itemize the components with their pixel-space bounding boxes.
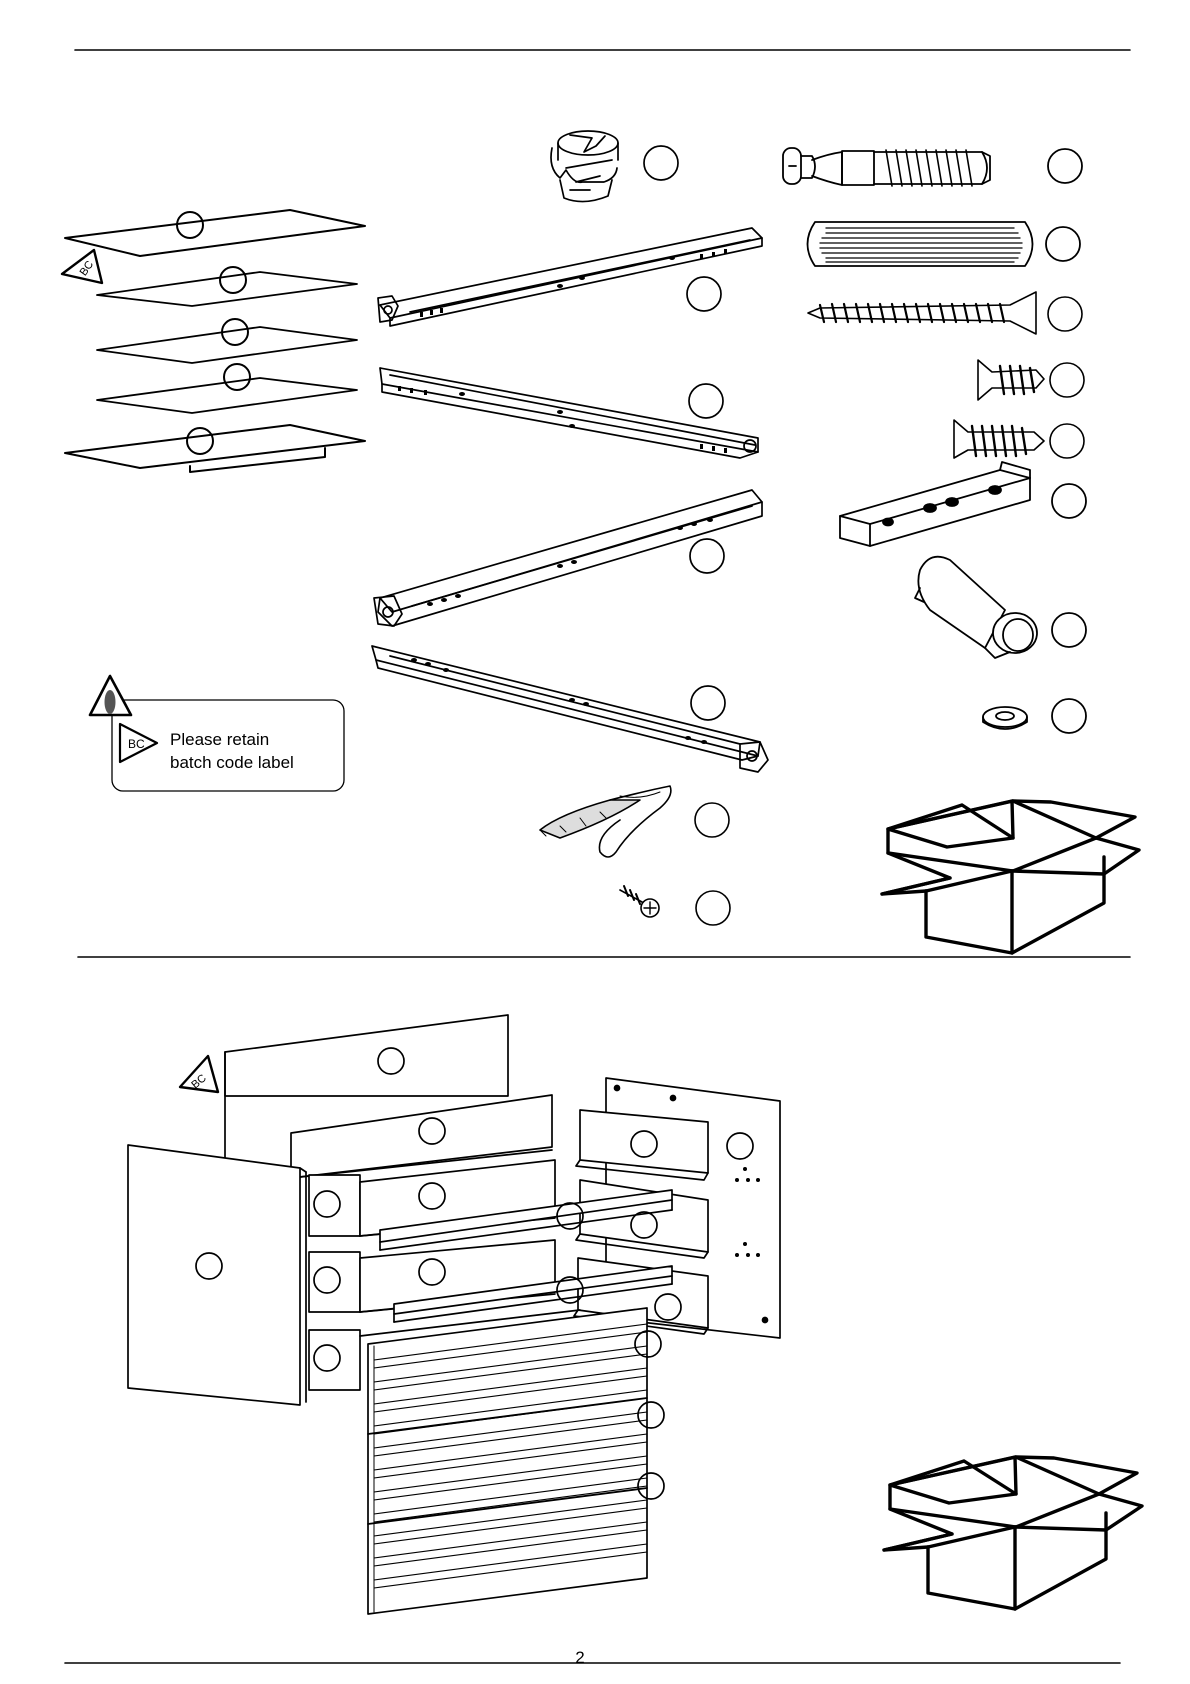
open-box-icon bbox=[882, 801, 1139, 953]
long-screw-part bbox=[808, 292, 1082, 334]
batch-code-icon: BC bbox=[62, 250, 102, 283]
push-latch-part bbox=[915, 557, 1086, 658]
cabinet-exploded-view: BC bbox=[128, 1015, 780, 1614]
batch-code-icon: BC bbox=[120, 724, 157, 762]
page-number: 2 bbox=[0, 1648, 1160, 1668]
wall-bracket-part bbox=[840, 462, 1086, 546]
chipboard-screw-part bbox=[954, 420, 1084, 458]
short-screw-part bbox=[978, 360, 1084, 400]
anti-tip-strap-part bbox=[540, 786, 729, 857]
drawer-runner-2 bbox=[380, 368, 758, 458]
wood-dowel-part bbox=[808, 222, 1081, 266]
cam-lock-part bbox=[551, 131, 678, 202]
cam-bolt-part bbox=[783, 148, 1082, 186]
open-box-icon bbox=[884, 1457, 1142, 1609]
drawer-runner-1 bbox=[378, 228, 762, 326]
warning-icon bbox=[90, 676, 131, 715]
drawer-runner-3 bbox=[374, 490, 762, 626]
notice-badge: BC bbox=[128, 737, 145, 751]
notice-line-1: Please retain bbox=[170, 729, 269, 751]
notice-line-2: batch code label bbox=[170, 752, 294, 774]
drawer-runner-4 bbox=[372, 646, 768, 772]
drawer-front-slats bbox=[368, 1308, 664, 1614]
washer-part bbox=[983, 699, 1086, 733]
small-screw-part bbox=[620, 886, 730, 925]
panel-stack bbox=[65, 210, 365, 472]
